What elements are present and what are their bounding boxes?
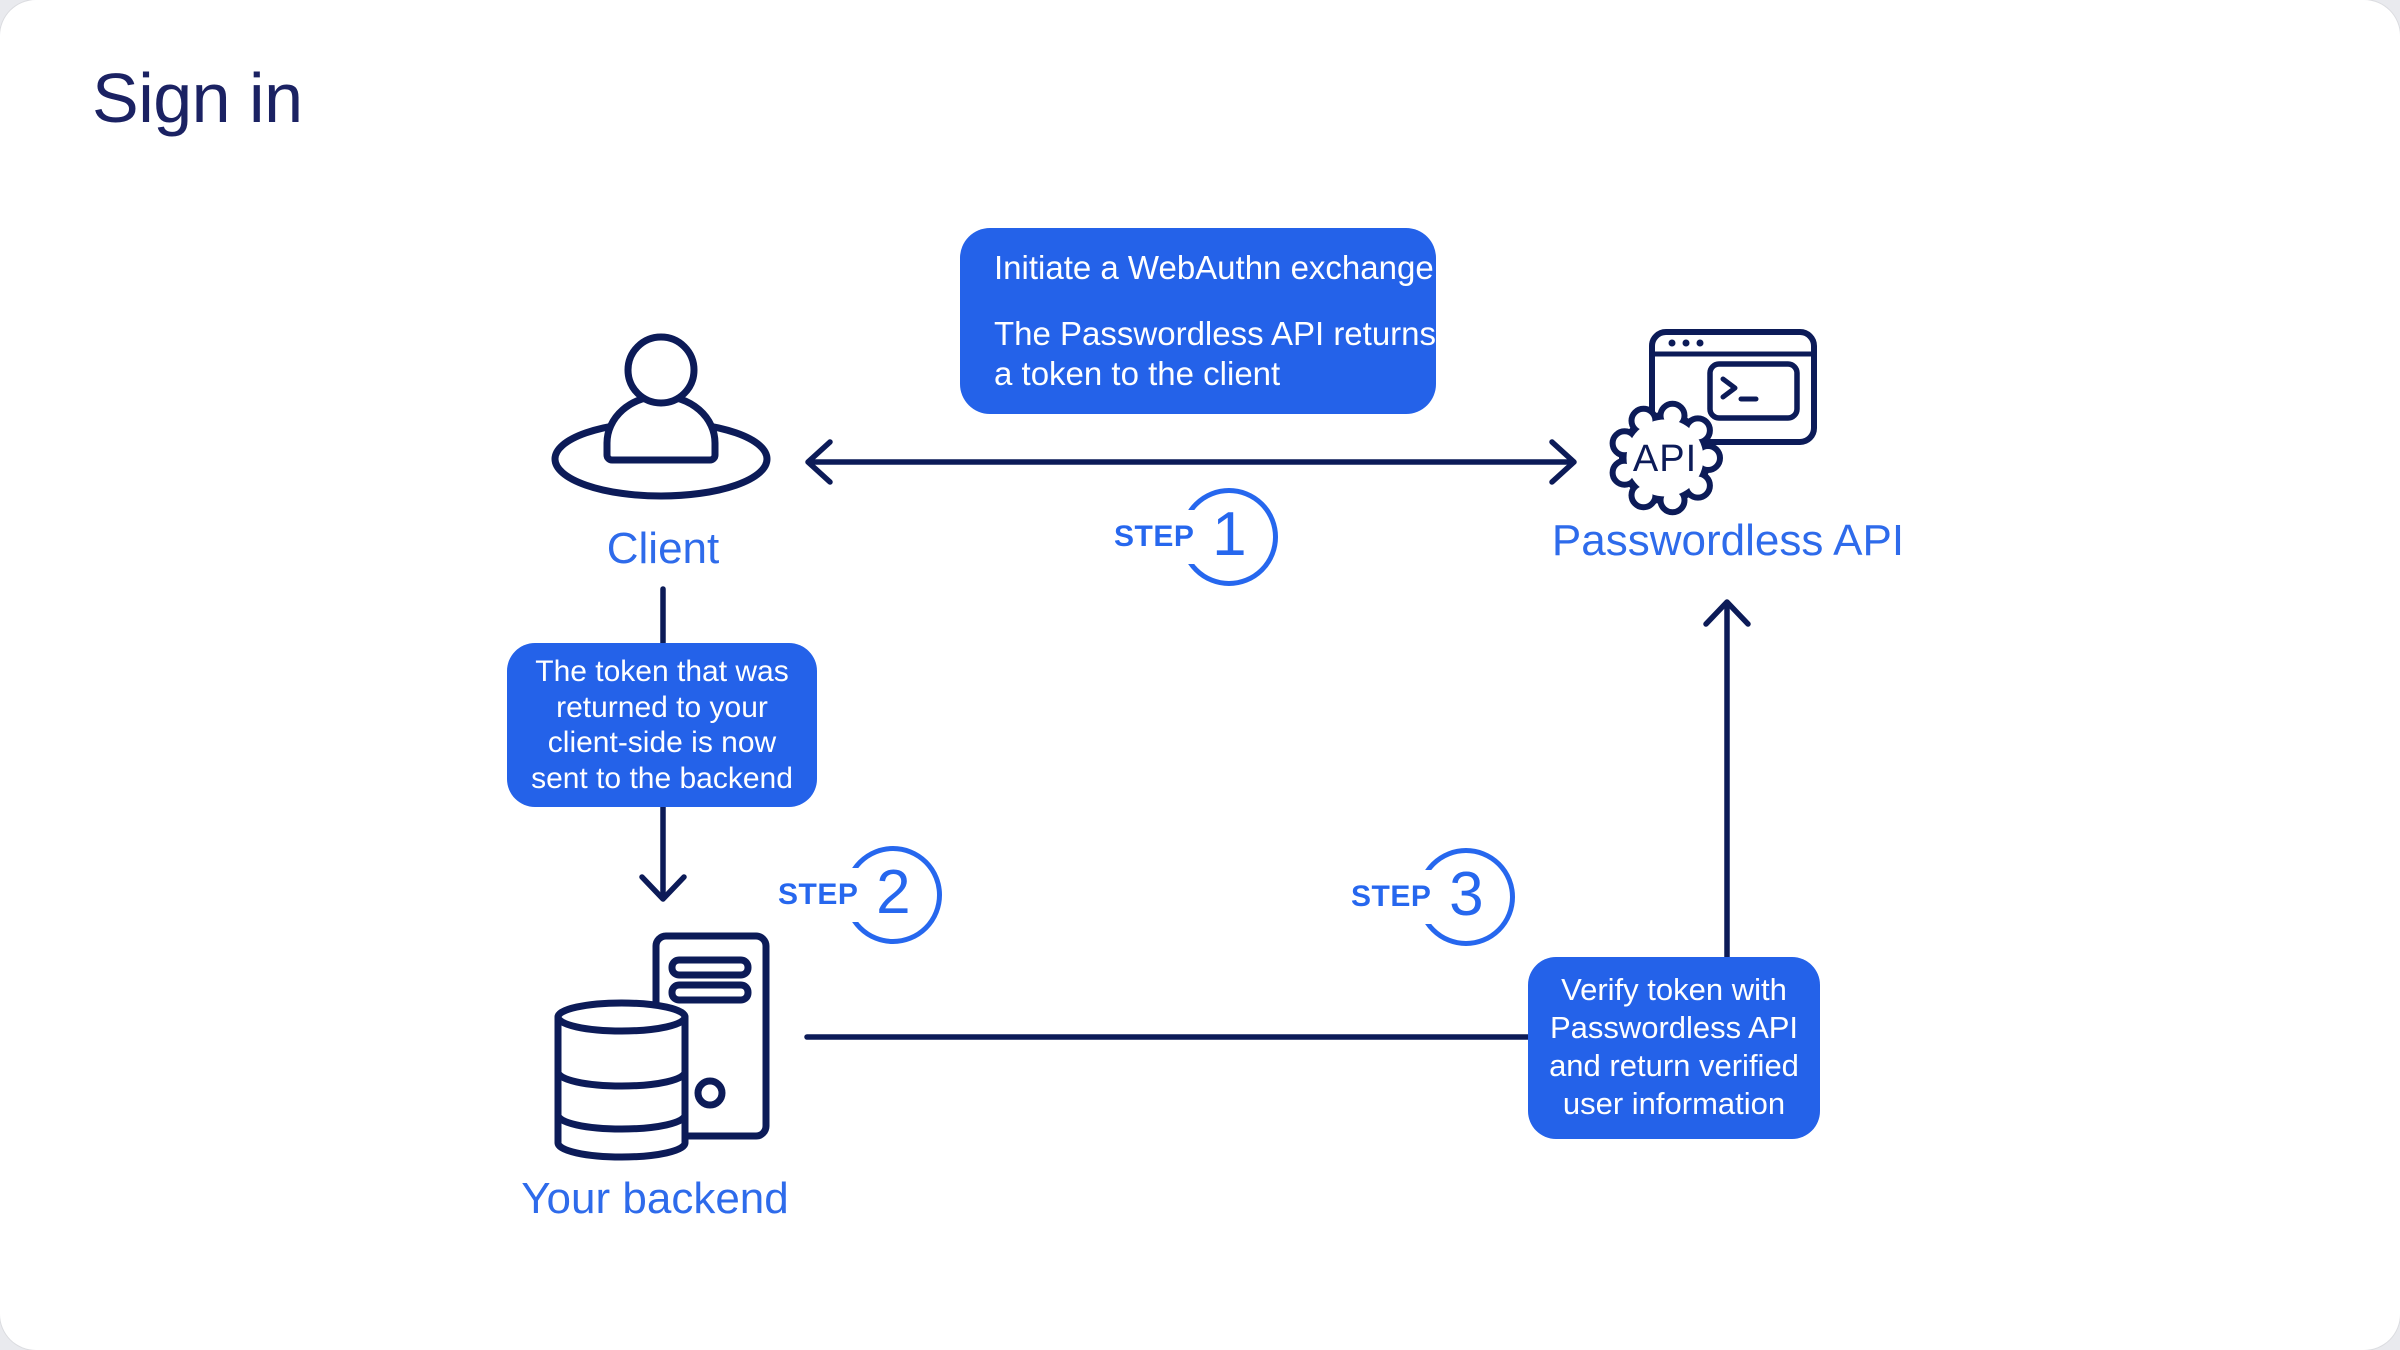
callout-line: a token to the client — [994, 355, 1281, 392]
step-2-number: 2 — [876, 858, 911, 927]
step-3-badge: STEP 3 — [1345, 848, 1516, 946]
step-1-badge: STEP 1 — [1108, 488, 1279, 586]
client-label: Client — [606, 524, 720, 573]
step-3-circle: 3 — [1417, 848, 1516, 946]
callout-token-to-backend: The token that was returned to your clie… — [507, 643, 817, 807]
step-1-prefix: STEP — [1108, 510, 1198, 564]
backend-icon — [554, 932, 770, 1161]
step-1-number: 1 — [1212, 500, 1247, 569]
passwordless-api-icon: API — [1609, 329, 1817, 516]
paragraph-gap — [994, 288, 1402, 314]
callout-line: sent to the backend — [531, 761, 793, 795]
step-3-prefix: STEP — [1345, 870, 1435, 924]
callout-webauthn-exchange: Initiate a WebAuthn exchange The Passwor… — [960, 228, 1436, 414]
callout-line: and return verified — [1549, 1048, 1799, 1083]
step-2-prefix: STEP — [772, 868, 862, 922]
callout-line: client-side is now — [547, 726, 777, 759]
passwordless-api-label: Passwordless API — [1551, 516, 1905, 565]
api-gear-text: API — [1633, 438, 1697, 480]
callout-line: user information — [1562, 1086, 1786, 1121]
callout-line: Passwordless API — [1549, 1010, 1799, 1045]
callout-line: Verify token with — [1561, 972, 1787, 1007]
page-title: Sign in — [92, 59, 303, 137]
callout-line: The Passwordless API returns — [994, 315, 1437, 352]
callout-verify-token: Verify token with Passwordless API and r… — [1528, 957, 1820, 1139]
step-3-number: 3 — [1449, 860, 1484, 929]
callout-line: The token that was — [535, 655, 789, 688]
arrow-client-api-icon — [805, 439, 1577, 485]
callout-line: returned to your — [556, 690, 768, 724]
backend-label: Your backend — [521, 1174, 789, 1223]
callout-line: Initiate a WebAuthn exchange — [994, 249, 1434, 286]
step-2-badge: STEP 2 — [772, 846, 943, 944]
client-icon — [551, 333, 771, 500]
